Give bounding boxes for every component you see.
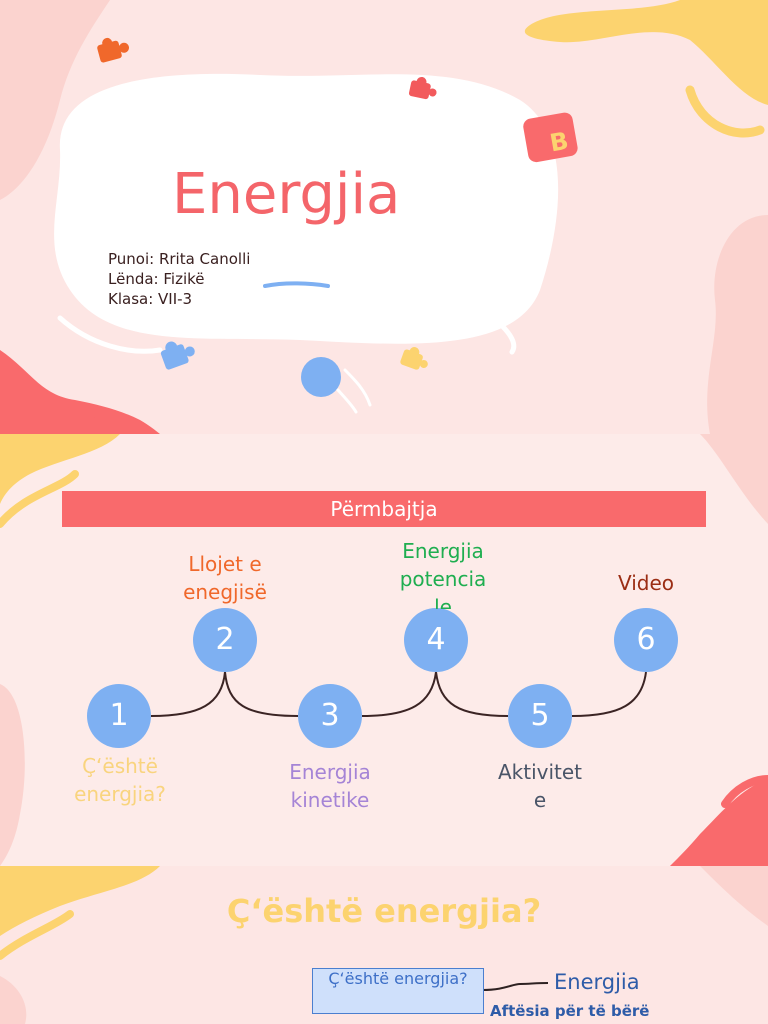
term-label: Energjia [554, 970, 640, 994]
node-label-3-line: kinetike [290, 788, 370, 812]
node-label-5-line: Aktivitet [497, 760, 583, 784]
title-slide: B Energjia Punoi: Rrita Canolli Lënda: F… [0, 0, 768, 434]
author-line: Punoi: Rrita Canolli [108, 250, 251, 268]
node-label-4-line: le [434, 595, 452, 609]
node-circle-2[interactable]: 2 [193, 608, 257, 672]
node-label-2-line: Llojet e [188, 552, 262, 576]
definition-title: Ç‘është energjia? [226, 892, 542, 930]
node-label-2[interactable]: Llojet e enegjisë [160, 550, 290, 606]
node-circle-5[interactable]: 5 [508, 684, 572, 748]
node-label-5[interactable]: Aktivitet e [475, 758, 605, 814]
puzzle-blue-icon [160, 341, 195, 370]
title-slide-background [0, 0, 768, 434]
author-info: Punoi: Rrita Canolli Lënda: Fizikë Klasa… [108, 249, 250, 309]
contents-slide: Përmbajtja 1 2 3 4 5 6 Ç‘është energjia?… [0, 434, 768, 866]
subject-line: Lënda: Fizikë [108, 270, 205, 288]
slide-title: Energjia [172, 162, 401, 227]
term-definition: Aftësia për të bërë [490, 1002, 650, 1020]
node-label-3[interactable]: Energjia kinetike [265, 758, 395, 814]
node-circle-3[interactable]: 3 [298, 684, 362, 748]
class-line: Klasa: VII-3 [108, 290, 193, 308]
puzzle-red-icon [408, 76, 437, 100]
contents-slide-background [0, 434, 768, 866]
puzzle-orange-icon [97, 37, 129, 63]
puzzle-yellow-icon [400, 347, 428, 370]
node-label-4[interactable]: Energjia potencia le [378, 537, 508, 609]
node-label-6[interactable]: Video [581, 569, 711, 597]
question-box[interactable]: Ç‘është energjia? [312, 968, 484, 1014]
node-label-4-line: Energjia [402, 539, 484, 563]
node-label-6-line: Video [617, 571, 675, 595]
node-label-1-line: Ç‘është [82, 754, 158, 778]
node-label-1-line: energjia? [74, 782, 166, 806]
node-circle-6[interactable]: 6 [614, 608, 678, 672]
definition-slide: Ç‘është energjia? Ç‘është energjia? Ener… [0, 866, 768, 1024]
question-box-label: Ç‘është energjia? [328, 969, 468, 988]
definition-slide-background [0, 866, 768, 1024]
node-label-1[interactable]: Ç‘është energjia? [55, 752, 185, 808]
node-label-2-line: enegjisë [183, 580, 267, 604]
node-circle-1[interactable]: 1 [87, 684, 151, 748]
contents-banner: Përmbajtja [62, 491, 706, 527]
node-label-3-line: Energjia [289, 760, 371, 784]
node-label-5-line: e [533, 788, 547, 812]
node-label-4-line: potencia [399, 567, 487, 591]
node-circle-4[interactable]: 4 [404, 608, 468, 672]
